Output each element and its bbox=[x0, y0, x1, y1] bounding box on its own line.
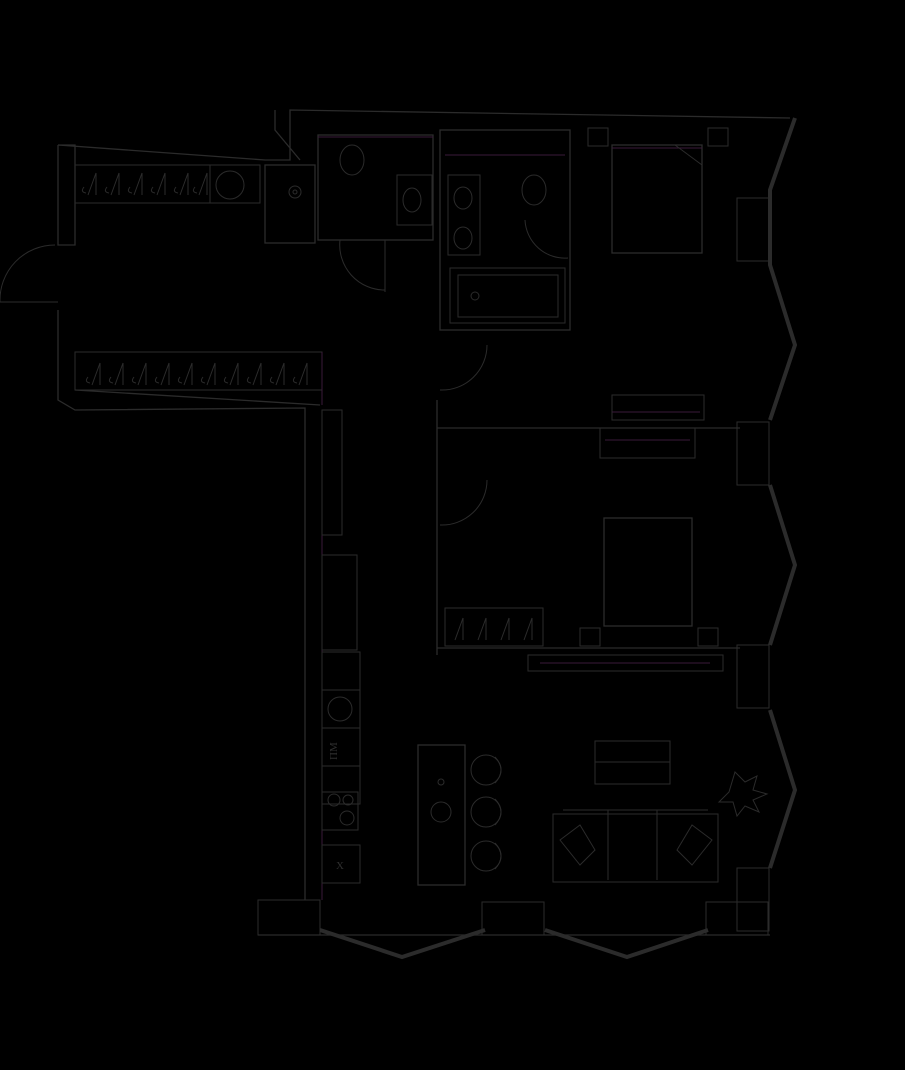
laundry-room bbox=[264, 164, 316, 244]
guest-wc bbox=[317, 134, 434, 292]
entrance-door[interactable] bbox=[0, 244, 58, 303]
marker-label: X bbox=[336, 860, 344, 872]
bedroom bbox=[437, 517, 770, 709]
master-bathroom bbox=[439, 129, 571, 331]
kitchen: ПМ X bbox=[257, 409, 361, 936]
master-bedroom bbox=[437, 127, 770, 486]
outer-walls bbox=[57, 109, 798, 960]
wardrobe-lower bbox=[74, 351, 323, 405]
hall-doors bbox=[436, 344, 488, 655]
kitchen-island bbox=[417, 744, 502, 886]
wardrobe-upper bbox=[74, 164, 261, 204]
living-room bbox=[481, 740, 770, 936]
dishwasher-label: ПМ bbox=[328, 742, 340, 760]
